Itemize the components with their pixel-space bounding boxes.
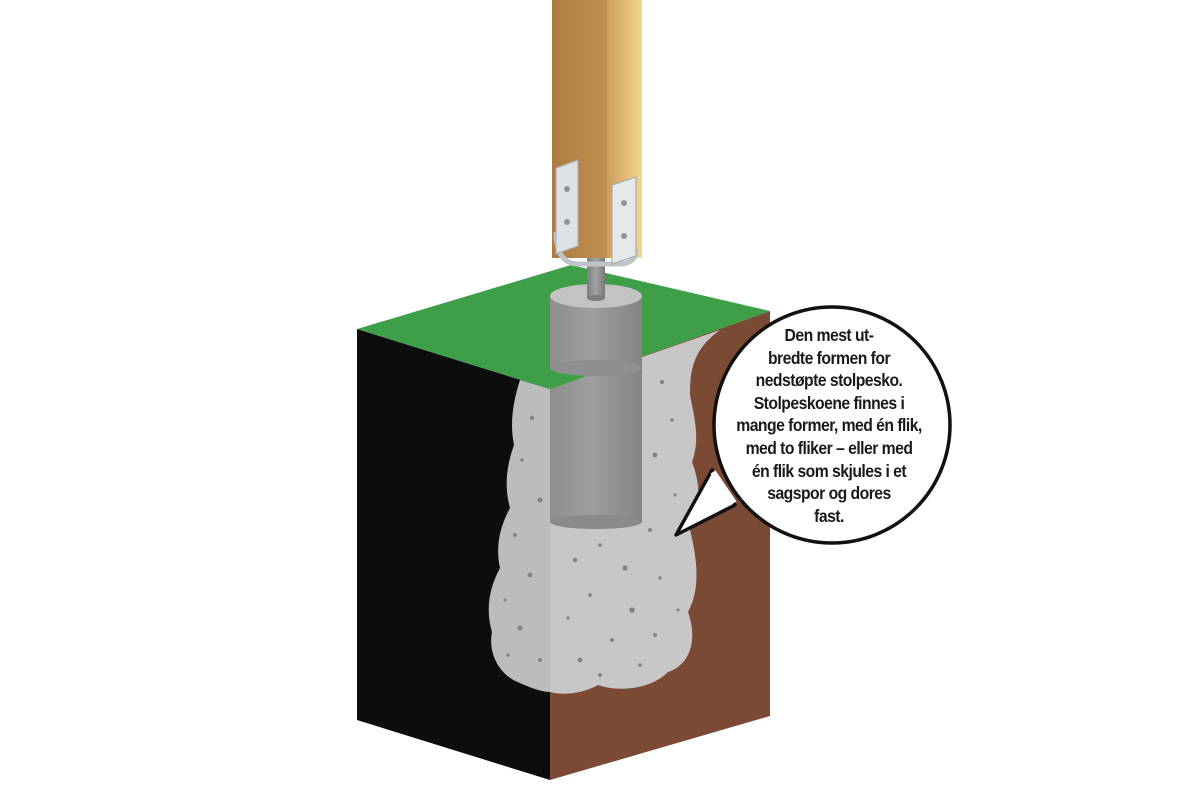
speech-bubble [674, 305, 952, 545]
callout-line: sagspor og dores [767, 483, 891, 504]
callout-line: fast. [814, 505, 844, 526]
post-shoe-bracket [553, 159, 639, 267]
callout-line: bredte formen for [767, 347, 891, 368]
callout-line: mange former, med én flik, [736, 415, 922, 436]
cylinder-top [550, 284, 642, 376]
callout-text: Den mest ut- bredte formen for nedstøpte… [733, 324, 926, 527]
callout-line: én flik som skjules i et [751, 460, 907, 481]
callout-line: med to fliker – eller med [745, 437, 913, 458]
callout-line: nedstøpte stolpesko. [755, 370, 903, 391]
callout-line: Den mest ut- [784, 325, 874, 345]
steel-rod [587, 252, 605, 301]
callout-line: Stolpeskoene finnes i [753, 392, 905, 413]
concrete-aggregate-dots [503, 379, 680, 677]
